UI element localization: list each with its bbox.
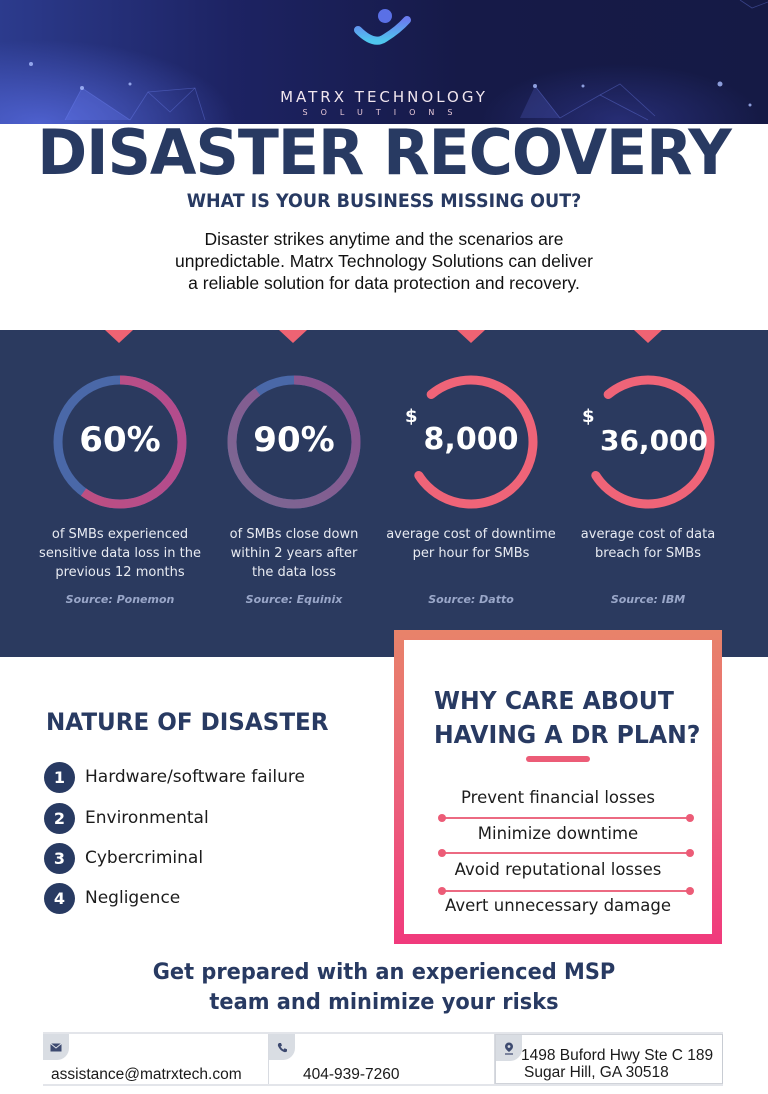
stat-description: average cost of data breach for SMBs [558, 525, 738, 563]
dr-plan-heading: WHY CARE ABOUT HAVING A DR PLAN? [434, 684, 700, 752]
progress-ring-icon [227, 375, 361, 509]
stat-value: 60% [79, 420, 161, 460]
contact-address[interactable]: 1498 Buford Hwy Ste C 189 Sugar Hill, GA… [495, 1034, 723, 1084]
number-badge: 3 [44, 842, 75, 874]
brand-subtitle: SOLUTIONS [302, 108, 466, 117]
intro-paragraph: Disaster strikes anytime and the scenari… [134, 228, 634, 294]
divider [438, 814, 694, 822]
stat-desc-line: per hour for SMBs [412, 546, 530, 561]
pointer-arrow-icon [105, 330, 133, 343]
list-item: 4 Negligence [44, 878, 305, 918]
stat-description: average cost of downtime per hour for SM… [381, 525, 561, 563]
matrx-m-logo-icon [354, 9, 411, 70]
list-item: 1 Hardware/software failure [44, 756, 305, 798]
dr-heading-line: WHY CARE ABOUT [434, 686, 674, 715]
cta-line: Get prepared with an experienced MSP [152, 959, 616, 985]
dr-benefit-item: Minimize downtime [477, 824, 639, 843]
header-banner: MATRX TECHNOLOGY SOLUTIONS [0, 0, 768, 124]
dr-benefit-item: Avert unnecessary damage [445, 896, 671, 915]
brand-name: MATRX TECHNOLOGY [280, 88, 488, 106]
stat-source: Source: Datto [428, 593, 514, 606]
nature-of-disaster-heading: NATURE OF DISASTER [46, 708, 329, 736]
pointer-arrow-icon [279, 330, 307, 343]
currency-symbol: $ [405, 406, 418, 427]
list-item-label: Environmental [85, 808, 209, 828]
stat-desc-line: sensitive data loss in the [39, 546, 201, 561]
list-item-label: Cybercriminal [85, 848, 204, 868]
stat-desc-line: average cost of downtime [386, 527, 556, 542]
currency-symbol: $ [582, 406, 595, 427]
stat-desc-line: of SMBs close down [229, 527, 359, 542]
phone-link[interactable]: 404-939-7260 [303, 1066, 400, 1083]
intro-line: Disaster strikes anytime and the scenari… [204, 229, 564, 249]
open-ring-icon [581, 375, 715, 509]
pointer-arrow-icon [457, 330, 485, 343]
stat-value: 8,000 [423, 422, 519, 457]
contact-phone[interactable]: 404-939-7260 [269, 1034, 495, 1084]
call-to-action: Get prepared with an experienced MSP tea… [27, 957, 741, 1017]
intro-line: unpredictable. Matrx Technology Solution… [175, 251, 593, 271]
dr-plan-inner: WHY CARE ABOUT HAVING A DR PLAN? Prevent… [404, 640, 712, 934]
dr-heading-line: HAVING A DR PLAN? [434, 720, 701, 749]
page-subtitle: WHAT IS YOUR BUSINESS MISSING OUT? [186, 190, 582, 212]
list-item-label: Negligence [85, 888, 181, 908]
address-line: 1498 Buford Hwy Ste C 189 [521, 1047, 714, 1064]
network-background-icon [29, 0, 768, 121]
list-item: 3 Cybercriminal [44, 838, 305, 878]
stat-source: Source: Ponemon [65, 593, 175, 606]
stat-value: 36,000 [599, 424, 709, 457]
envelope-icon [43, 1034, 69, 1060]
number-badge: 4 [44, 882, 75, 914]
cta-line: team and minimize your risks [209, 989, 559, 1015]
number-badge: 2 [44, 802, 75, 834]
stat-desc-line: the data loss [252, 565, 336, 580]
stat-description: of SMBs close down within 2 years after … [204, 525, 384, 582]
stat-description: of SMBs experienced sensitive data loss … [30, 525, 210, 582]
dr-plan-box: WHY CARE ABOUT HAVING A DR PLAN? Prevent… [394, 630, 722, 944]
list-item: 2 Environmental [44, 798, 305, 838]
number-badge: 1 [44, 761, 75, 793]
stat-source: Source: IBM [610, 593, 686, 606]
page-title: DISASTER RECOVERY [37, 116, 732, 189]
phone-icon [269, 1034, 295, 1060]
stat-source: Source: Equinix [245, 593, 343, 606]
pointer-arrow-icon [634, 330, 662, 343]
address-line: Sugar Hill, GA 30518 [524, 1064, 669, 1081]
stats-band: 60% of SMBs experienced sensitive data l… [0, 330, 768, 657]
dr-benefit-item: Prevent financial losses [461, 788, 655, 807]
open-ring-icon [404, 375, 538, 509]
divider [438, 849, 694, 857]
stat-value: 90% [253, 420, 335, 460]
email-link[interactable]: assistance@matrxtech.com [51, 1066, 242, 1083]
contact-bar: assistance@matrxtech.com 404-939-7260 14… [43, 1032, 723, 1086]
stat-desc-line: average cost of data [580, 527, 716, 542]
stat-desc-line: previous 12 months [55, 565, 185, 580]
dr-benefit-item: Avoid reputational losses [454, 860, 662, 879]
stat-desc-line: breach for SMBs [595, 546, 701, 561]
nature-list: 1 Hardware/software failure 2 Environmen… [44, 756, 305, 918]
divider [438, 887, 694, 895]
stat-desc-line: of SMBs experienced [51, 527, 189, 542]
intro-line: a reliable solution for data protection … [188, 273, 580, 293]
location-pin-icon [496, 1035, 522, 1061]
stat-desc-line: within 2 years after [230, 546, 358, 561]
progress-ring-icon [53, 375, 187, 509]
contact-email[interactable]: assistance@matrxtech.com [43, 1034, 269, 1084]
list-item-label: Hardware/software failure [85, 767, 305, 787]
accent-bar [526, 756, 590, 762]
